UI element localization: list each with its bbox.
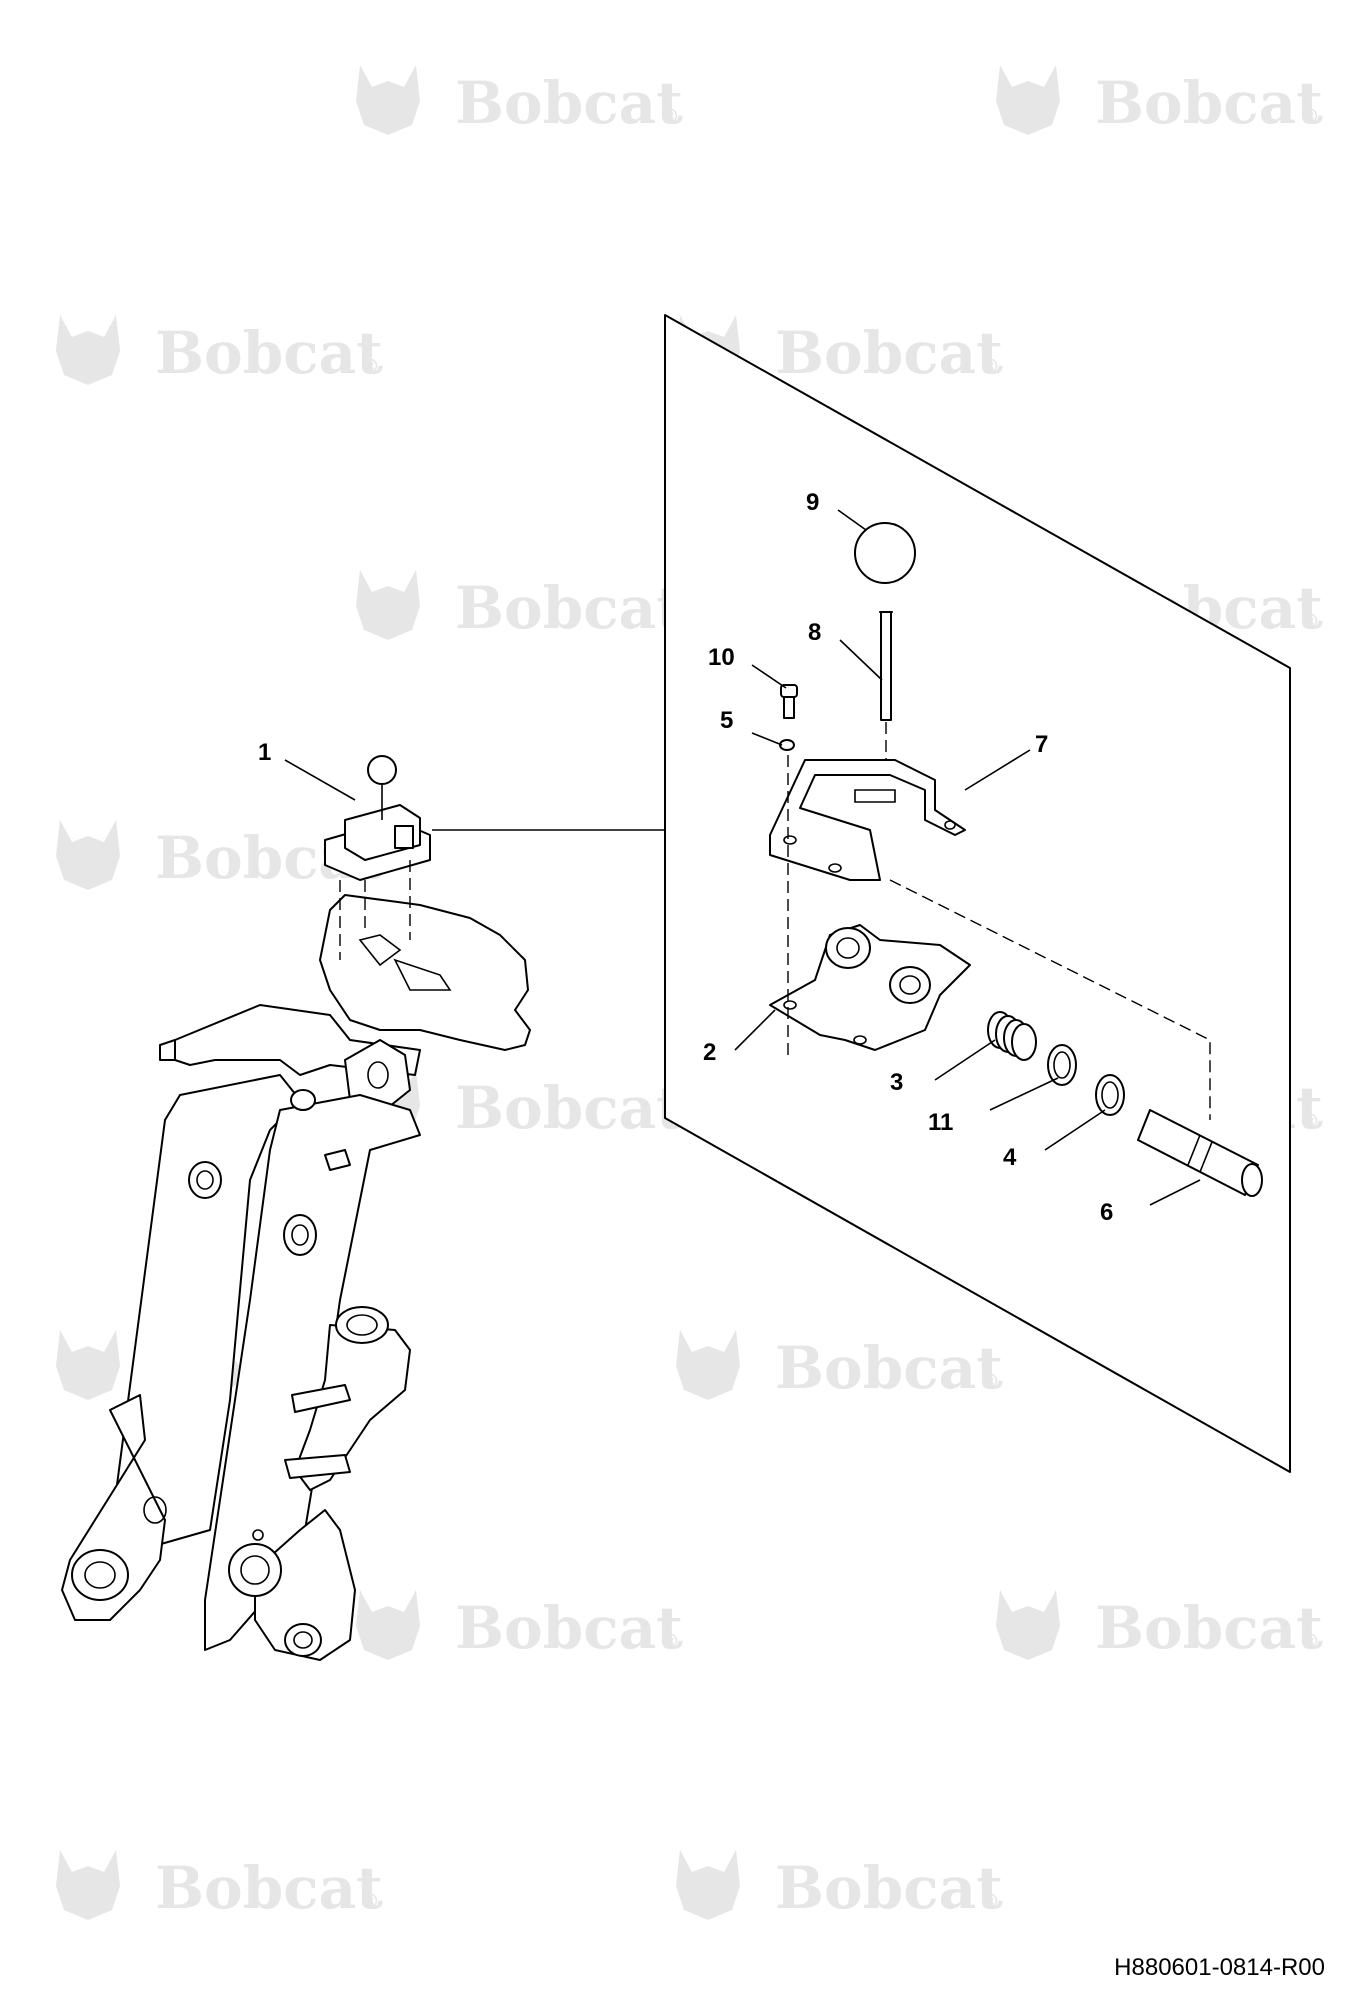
bobcat-logo-icon	[996, 65, 1060, 135]
bobcat-watermark: Bobcat®	[996, 1590, 1323, 1662]
bobcat-logo-icon	[56, 315, 120, 385]
callout-1: 1	[258, 739, 271, 766]
callout-9: 9	[806, 489, 819, 516]
part-knob	[854, 522, 916, 584]
watermark-registered-mark: ®	[1300, 1629, 1320, 1653]
callout-4: 4	[1003, 1144, 1017, 1171]
watermark-registered-mark: ®	[980, 354, 1000, 378]
watermark-brand-text: Bobcat	[155, 1854, 383, 1922]
watermark-brand-text: Bobcat	[455, 1074, 683, 1142]
watermark-registered-mark: ®	[1300, 1109, 1320, 1133]
watermark-brand-text: Bobcat	[1095, 1594, 1323, 1662]
detail-inset-panel	[664, 314, 1291, 1473]
watermark-brand-text: Bobcat	[775, 1854, 1003, 1922]
watermark-brand-text: Bobcat	[455, 574, 683, 642]
watermark-registered-mark: ®	[660, 1629, 680, 1653]
control-lever-unit	[324, 755, 431, 960]
leader-lines	[284, 509, 1201, 1206]
bobcat-logo-icon	[356, 65, 420, 135]
watermark-brand-text: Bobcat	[155, 319, 383, 387]
part-washer-11	[1047, 1044, 1077, 1086]
bobcat-watermark: Bobcat®	[676, 1850, 1003, 1922]
bobcat-logo-icon	[676, 1850, 740, 1920]
part-lever-rod	[880, 611, 892, 721]
watermark-registered-mark: ®	[360, 1889, 380, 1913]
callout-6: 6	[1100, 1199, 1113, 1226]
bobcat-logo-icon	[56, 820, 120, 890]
part-pin	[1137, 1109, 1259, 1196]
watermark-registered-mark: ®	[660, 104, 680, 128]
callout-3: 3	[890, 1069, 903, 1096]
bobcat-watermark: Bobcat®	[56, 1850, 383, 1922]
watermark-brand-text: Bobcat	[775, 1334, 1003, 1402]
watermark-brand-text: Bobcat	[455, 69, 683, 137]
callout-11: 11	[928, 1109, 953, 1136]
bobcat-logo-icon	[56, 1850, 120, 1920]
bobcat-logo-icon	[56, 1330, 120, 1400]
callout-5: 5	[720, 707, 733, 734]
part-cover-bracket	[769, 759, 966, 881]
bobcat-watermark: Bobcat®	[356, 570, 683, 642]
bobcat-watermark: Bobcat®	[356, 65, 683, 137]
watermark-registered-mark: ®	[360, 354, 380, 378]
bobcat-logo-icon	[356, 570, 420, 640]
watermark-registered-mark: ®	[980, 1889, 1000, 1913]
bobcat-logo-icon	[676, 1330, 740, 1400]
bobcat-watermark: Bobcat®	[996, 65, 1323, 137]
watermark-brand-text: Bobcat	[455, 1594, 683, 1662]
callout-8: 8	[808, 619, 821, 646]
part-spring	[987, 1011, 1037, 1061]
watermark-registered-mark: ®	[1300, 609, 1320, 633]
callout-labels: 1 2 3 4 5 6 7 8 9 10 11	[258, 489, 1113, 1226]
bobcat-logo-icon	[356, 1590, 420, 1660]
bobcat-watermark: Bobcat®	[356, 1590, 683, 1662]
bobcat-logo-icon	[996, 1590, 1060, 1660]
watermark-registered-mark: ®	[980, 1369, 1000, 1393]
loader-arm-assembly	[61, 894, 531, 1661]
bobcat-watermark: Bobcat®	[56, 315, 383, 387]
bobcat-watermark: Bobcat®	[676, 1330, 1003, 1402]
exploded-parts	[769, 522, 1263, 1197]
watermark-registered-mark: ®	[1300, 104, 1320, 128]
part-washer-4	[1095, 1074, 1125, 1116]
part-small-washer	[779, 739, 795, 751]
watermark-brand-text: Bobcat	[1095, 69, 1323, 137]
drawing-code: H880601-0814-R00	[1114, 1954, 1325, 1981]
callout-2: 2	[703, 1039, 716, 1066]
callout-7: 7	[1035, 731, 1048, 758]
callout-10: 10	[708, 644, 735, 671]
watermark-brand-text: Bobcat	[775, 319, 1003, 387]
